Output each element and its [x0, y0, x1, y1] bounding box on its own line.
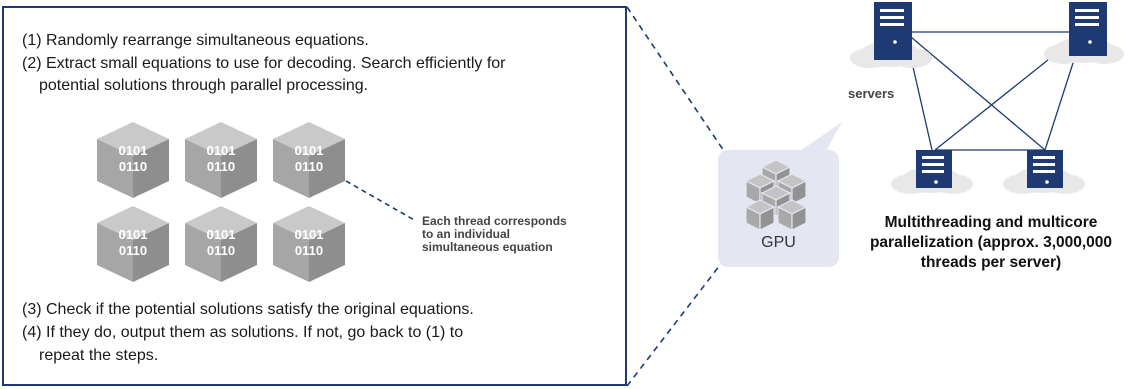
thread-cube: 0101 0110: [97, 203, 179, 285]
step-2: (2) Extract small equations to use for d…: [22, 55, 506, 72]
process-panel: (1) Randomly rearrange simultaneous equa…: [2, 6, 627, 386]
step-3: (3) Check if the potential solutions sat…: [22, 301, 474, 318]
step-2-continued: potential solutions through parallel pro…: [39, 77, 369, 94]
thread-cube: 0101 0110: [97, 119, 179, 201]
server-icon: [1027, 150, 1063, 188]
cloud-shapes: [850, 37, 1124, 194]
servers-label: servers: [848, 86, 895, 101]
gpu-label: GPU: [761, 234, 796, 251]
thread-pointer-line: [345, 180, 417, 222]
binary-code: 0101 0110: [206, 143, 236, 174]
gpu-box: GPU: [718, 150, 839, 267]
step-4-continued: repeat the steps.: [39, 347, 159, 364]
server-icon: [916, 150, 952, 188]
step-1: (1) Randomly rearrange simultaneous equa…: [22, 32, 369, 49]
thread-cube: 0101 0110: [273, 203, 355, 285]
gpu-icon: [744, 159, 808, 231]
thread-note: Each thread corresponds to an individual…: [422, 214, 567, 254]
parallelization-caption: Multithreading and multicore paralleliza…: [869, 214, 1113, 271]
binary-code: 0101 0110: [206, 227, 236, 258]
step-4: (4) If they do, output them as solutions…: [22, 324, 464, 341]
binary-code: 0101 0110: [118, 143, 148, 174]
server-icon: [1069, 2, 1107, 56]
binary-code: 0101 0110: [118, 227, 148, 258]
binary-code: 0101 0110: [294, 143, 324, 174]
binary-code: 0101 0110: [294, 227, 324, 258]
thread-cube: 0101 0110: [273, 119, 355, 201]
thread-cube: 0101 0110: [185, 203, 267, 285]
server-icon: [874, 2, 912, 60]
thread-cube: 0101 0110: [185, 119, 267, 201]
